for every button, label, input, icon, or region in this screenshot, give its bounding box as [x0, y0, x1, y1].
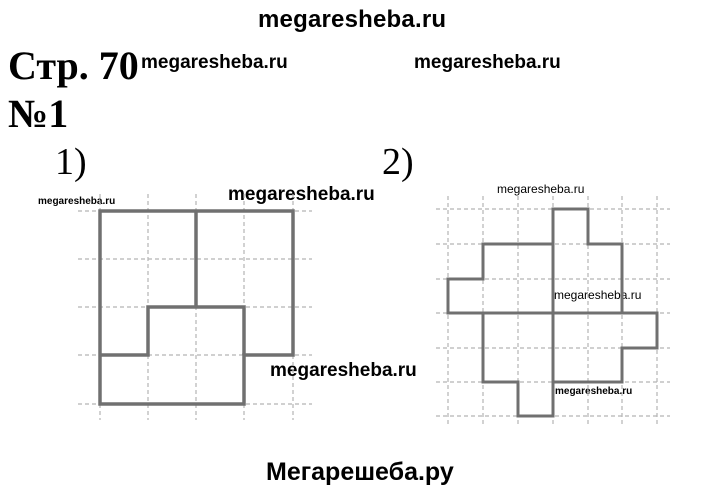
footer-site: Мегарешеба.ру [266, 458, 454, 486]
figure-1-shape [98, 209, 295, 406]
page-title: Стр. 70 [8, 43, 139, 88]
watermark: megaresheba.ru [554, 288, 642, 302]
watermark: megaresheba.ru [228, 184, 375, 205]
figure-label-1: 1) [55, 141, 87, 183]
watermark: megaresheba.ru [270, 360, 417, 381]
figure-2-shape [446, 207, 659, 418]
watermark: megaresheba.ru [141, 52, 288, 73]
watermark: megaresheba.ru [38, 196, 116, 207]
figure-label-2: 2) [382, 141, 414, 183]
watermark: megaresheba.ru [497, 182, 585, 196]
watermark: megaresheba.ru [414, 52, 561, 73]
header-site: megaresheba.ru [258, 6, 447, 33]
watermark: megaresheba.ru [555, 386, 633, 397]
task-number: №1 [8, 91, 69, 136]
